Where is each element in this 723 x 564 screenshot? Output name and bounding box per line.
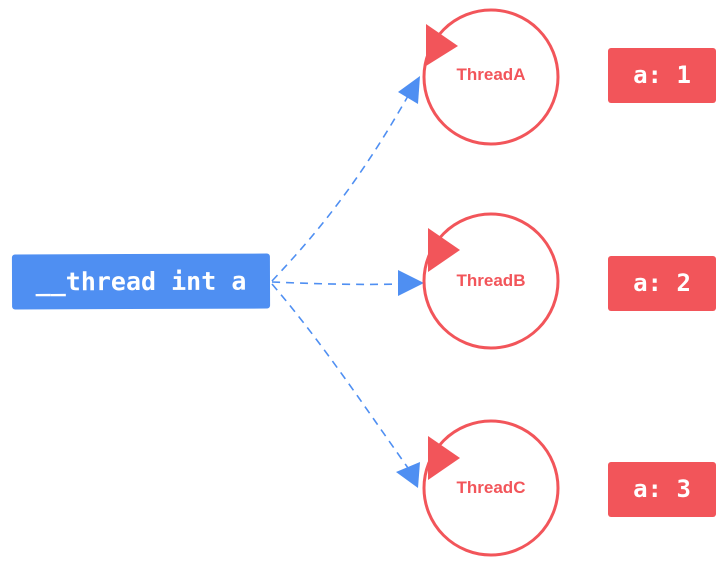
thread-a-label: ThreadA [456, 65, 526, 84]
thread-a-value-box: a: 1 [608, 48, 716, 103]
arrowhead-icon [398, 270, 424, 296]
thread-local-variable-box: __thread int a [11, 253, 271, 310]
cycle-arrow-icon [428, 436, 460, 480]
cycle-arrow-icon [428, 228, 460, 272]
cycle-arrow-icon [426, 24, 458, 66]
arrowhead-icon [398, 76, 420, 104]
thread-c-value-box: a: 3 [608, 462, 716, 517]
thread-c-label: ThreadC [456, 478, 526, 497]
arrowhead-icon [396, 462, 420, 488]
thread-b-value-box: a: 2 [608, 256, 716, 311]
arrow-to-thread-a [271, 76, 420, 282]
thread-a-node [422, 8, 560, 146]
arrow-to-thread-c [271, 283, 420, 488]
thread-c-node [422, 419, 560, 557]
thread-b-node [422, 212, 560, 350]
thread-b-label: ThreadB [456, 271, 526, 290]
arrow-to-thread-b [271, 270, 424, 296]
